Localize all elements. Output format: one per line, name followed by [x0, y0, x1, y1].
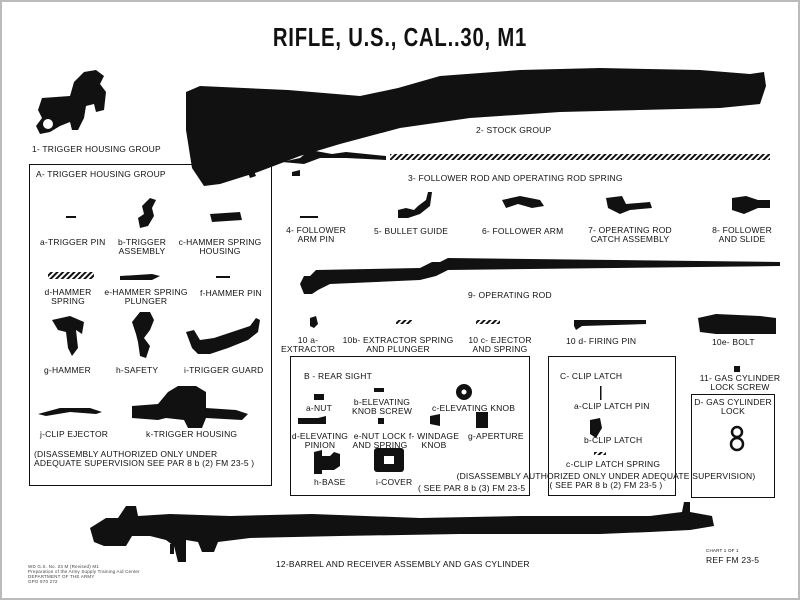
aperture-part	[476, 412, 488, 428]
label-hammer-pin: f-HAMMER PIN	[200, 288, 262, 298]
label-bolt: 10e- BOLT	[712, 337, 755, 347]
box-a-heading: A- TRIGGER HOUSING GROUP	[36, 169, 166, 179]
label-sight-base: h-BASE	[314, 477, 346, 487]
label-hammer: g-HAMMER	[44, 365, 91, 375]
extractor-spring-part	[396, 320, 412, 324]
trigger-pin-part	[66, 216, 76, 218]
box-b-heading: B - REAR SIGHT	[304, 371, 372, 381]
safety-part	[132, 312, 154, 358]
clip-latch-part	[590, 418, 602, 438]
follower-slide-part	[732, 196, 770, 214]
label-nut: a-NUT	[306, 403, 333, 413]
clip-latch-pin-part	[600, 386, 602, 400]
follower-arm-part	[502, 196, 544, 208]
label-elevating-knob: c-ELEVATING KNOB	[432, 403, 516, 413]
trigger-guard-part	[186, 318, 260, 354]
windage-knob-part	[430, 414, 440, 426]
label-stock-group: 2- STOCK GROUP	[476, 125, 552, 135]
trigger-housing-group-part	[36, 70, 106, 134]
elevating-knob-screw-part	[374, 388, 384, 392]
label-firing-pin: 10 d- FIRING PIN	[566, 336, 637, 346]
elevating-pinion-part	[298, 416, 326, 424]
chart-title: RIFLE, U.S., CAL..30, M1	[272, 22, 528, 52]
label-trigger-housing-group: 1- TRIGGER HOUSING GROUP	[32, 144, 161, 154]
label-clip-latch-spring: c-CLIP LATCH SPRING	[566, 459, 661, 469]
nut-lock-part	[378, 418, 384, 424]
bolt-part	[698, 314, 776, 334]
operating-rod-part	[300, 258, 780, 294]
box-a-trigger-housing	[29, 164, 272, 486]
label-follower-arm: 6- FOLLOWER ARM	[482, 226, 564, 236]
barrel-receiver-part	[90, 502, 714, 562]
label-clip-latch-pin: a-CLIP LATCH PIN	[574, 401, 650, 411]
box-b-note: ( SEE PAR 8 b (3) FM 23-5	[418, 483, 526, 493]
label-aperture: g-APERTURE	[468, 431, 524, 441]
box-c-clip-latch	[548, 356, 676, 496]
op-rod-catch-part	[606, 196, 652, 214]
label-safety: h-SAFETY	[116, 365, 159, 375]
stock-group-part	[186, 68, 766, 186]
firing-pin-part	[574, 320, 646, 330]
footer-ref: REF FM 23-5	[706, 555, 760, 565]
hammer-spring-housing-part	[210, 212, 242, 222]
gas-cylinder-lock-part	[729, 425, 745, 452]
label-extractor: 10 a-EXTRACTOR	[280, 335, 336, 354]
follower-rod-part	[246, 150, 770, 178]
footer-fine-print: WD G.S. No. 23 M (Revised) M1 Preparatio…	[28, 564, 140, 584]
trigger-assembly-part	[138, 198, 156, 228]
label-follower-rod: 3- FOLLOWER ROD AND OPERATING ROD SPRING	[408, 173, 623, 183]
label-trigger-housing: k-TRIGGER HOUSING	[146, 429, 238, 439]
hammer-part	[52, 316, 84, 356]
box-d-gas-cylinder-lock	[691, 394, 775, 498]
label-bullet-guide: 5- BULLET GUIDE	[374, 226, 449, 236]
label-operating-rod: 9- OPERATING ROD	[468, 290, 552, 300]
hammer-pin-part	[216, 276, 230, 278]
label-barrel-receiver: 12-BARREL AND RECEIVER ASSEMBLY AND GAS …	[276, 559, 530, 569]
label-trigger-pin: a-TRIGGER PIN	[40, 237, 106, 247]
hammer-spring-plunger-part	[120, 274, 160, 280]
box-c-heading: C- CLIP LATCH	[560, 371, 623, 381]
trigger-housing-part	[132, 386, 248, 428]
box-b-rear-sight	[290, 356, 530, 496]
label-sight-cover: i-COVER	[376, 477, 413, 487]
gas-lock-screw-part	[734, 366, 740, 372]
label-clip-ejector: j-CLIP EJECTOR	[40, 429, 109, 439]
hammer-spring-part	[48, 272, 94, 279]
clip-latch-spring-part	[594, 452, 606, 455]
label-clip-latch: b-CLIP LATCH	[584, 435, 643, 445]
box-c-note: (DISASSEMBLY AUTHORIZED ONLY UNDER ADEQU…	[456, 471, 756, 490]
extractor-part	[310, 316, 318, 328]
sight-base-part	[314, 450, 340, 474]
nut-part	[314, 394, 324, 400]
clip-ejector-part	[38, 408, 102, 416]
follower-arm-pin-part	[300, 216, 318, 218]
label-trigger-guard: i-TRIGGER GUARD	[184, 365, 264, 375]
bullet-guide-part	[398, 192, 432, 218]
footer-chart-number: CHART 1 OF 1	[706, 548, 739, 553]
ejector-part	[476, 320, 500, 324]
